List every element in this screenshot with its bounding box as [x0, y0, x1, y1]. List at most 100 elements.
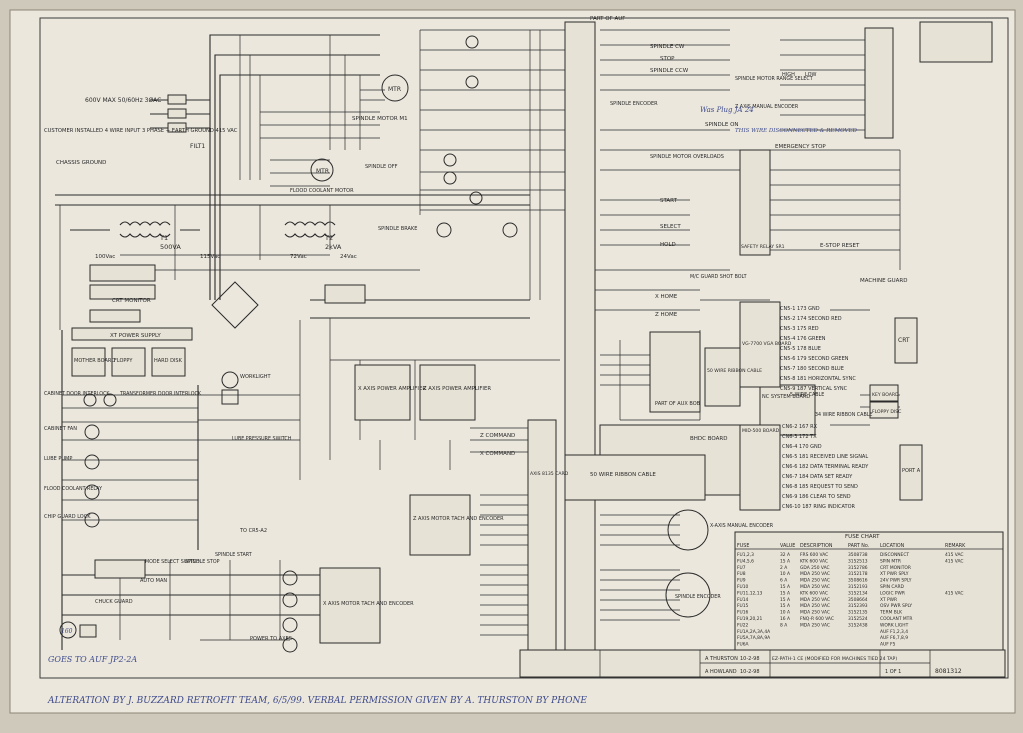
components: MTR MTR [70, 21, 993, 663]
port-signal-row: CN6-9 186 CLEAR TO SEND [782, 494, 851, 500]
floppy-disc-label: FLOPPY DISC [872, 409, 901, 415]
handwritten-annotations: 160 GOES TO AUF JP2-2A Was Plug JA 24 TH… [47, 106, 857, 706]
z-axis-motor-box [409, 494, 471, 556]
fuse-cell: 10 A [780, 610, 790, 616]
fuse-cell: FU7 [737, 565, 746, 571]
fuse-cell: 24V PWR SPLY [880, 578, 912, 584]
shot-bolt-label: M/C GUARD SHOT BOLT [690, 274, 747, 280]
to-cr5-label: TO CR5-A2 [239, 528, 267, 534]
fuse-cell: FU19,20,21 [737, 616, 762, 622]
fuse-chart-title: FUSE CHART [845, 534, 880, 540]
fuse-cell: FNQ-R 600 VAC [800, 616, 834, 622]
fuse-cell: MDA 250 VAC [800, 584, 830, 590]
drawing-title: EZ-PATH-1 CE (MODIFIED FOR MACHINES TIED… [772, 656, 897, 662]
fuse-cell: XT PWR [880, 597, 897, 603]
lube-pressure-label: LUBE PRESSURE SWITCH [232, 436, 292, 442]
goes-to-note: GOES TO AUF JP2-2A [48, 655, 137, 664]
title-block: A THURSTON 10-2-98 A HOWLAND 10-2-98 EZ-… [519, 649, 1006, 678]
fuse-cell: 3152438 [848, 622, 868, 628]
customer-note: CUSTOMER INSTALLED 4 WIRE INPUT 3 PHASE … [44, 128, 238, 134]
fuse-cell: SPIN CARD [880, 584, 905, 590]
ribbon-box-1 [704, 347, 741, 407]
fuse-cell: 3152786 [848, 565, 868, 571]
crt-signal-row: CN5-1 173 GND [780, 306, 820, 312]
crt-signal-row: CN5-7 180 SECOND BLUE [780, 366, 844, 372]
spindle-stop-switch-label: SPINDLE STOP [185, 559, 220, 565]
x-axis-motor-box [319, 567, 381, 644]
fuse-cell: GDA 250 VAC [800, 565, 830, 571]
spindle-motor-label: SPINDLE MOTOR M1 [352, 116, 408, 122]
fuse-cell: 3152513 [848, 558, 868, 564]
fuse-cell: 415 VAC [945, 552, 964, 558]
fuse-cell: 6 A [780, 578, 787, 584]
x-axis-encoder-circle [667, 509, 709, 551]
fuse-cell: MDA 250 VAC [800, 603, 830, 609]
nc-system-label: NC SYSTEM BOARD [762, 394, 810, 400]
fuse-header-cell: PART No. [848, 543, 869, 549]
select-label: SELECT [660, 224, 681, 230]
fuse-cell: 3152524 [848, 616, 868, 622]
low-label: LOW [805, 72, 817, 78]
t2-label: T2 [324, 234, 333, 242]
fuse-cell: TERM BLK [879, 610, 902, 616]
fuse-cell: FU6A [737, 642, 749, 648]
crt-label: CRT [898, 337, 910, 344]
axis-card-box [527, 419, 557, 651]
x-amp-label: X AXIS POWER AMPLIFIER [358, 386, 426, 392]
fuse-cell: KTK 600 VAC [800, 590, 828, 596]
note-disconnected: THIS WIRE DISCONNECTED & REMOVED [735, 128, 857, 134]
fuse-cell: 32 A [780, 552, 790, 558]
spindle-ccw-label: SPINDLE CCW [650, 68, 689, 74]
fuse-cell: AUF F5 [880, 642, 896, 648]
fuse-cell: WORK LIGHT [880, 622, 909, 628]
transformer-interlock-label: TRANSFORMER DOOR INTERLOCK [119, 391, 202, 397]
thirtyfour-wire-label: 34 WIRE RIBBON CABLE [815, 412, 872, 418]
fuse-cell: FU4,5,6 [737, 558, 754, 564]
crt-signal-list: CN5-1 173 GND CN5-2 174 SECOND RED CN5-3… [780, 306, 856, 392]
approved-by: A HOWLAND [705, 669, 737, 675]
cabinet-fan-label: CABINET FAN [44, 426, 77, 432]
mother-board-label: MOTHER BOARD [74, 358, 115, 364]
note-plug: Was Plug JA 24 [700, 106, 754, 114]
tap-115: 115Vac [200, 254, 220, 260]
hard-disk-box [151, 347, 186, 377]
fuse-cell: 3152193 [848, 584, 868, 590]
port-signal-row: CN6-10 187 RING INDICATOR [782, 504, 856, 510]
auto-man-label: AUTO MAN [140, 578, 167, 584]
port-a-label: PORT A [902, 468, 921, 474]
crt-signal-row: CN5-6 179 SECOND GREEN [780, 356, 849, 362]
mother-board-box [71, 347, 106, 377]
emergency-stop-label: EMERGENCY STOP [775, 144, 826, 150]
flood-coolant-relay-label: FLOOD COOLANT RELAY [44, 486, 102, 492]
chassis-ground: CHASSIS GROUND [56, 160, 106, 166]
fuse-cell: FU1,2,3 [737, 552, 754, 558]
approved-date: 10-2-98 [740, 669, 760, 675]
fuse-cell: 2 A [780, 565, 787, 571]
fuse-header-cell: DESCRIPTION [800, 543, 833, 549]
fuse-cell: MDA 250 VAC [800, 622, 830, 628]
t2-rating: 2kVA [325, 243, 342, 251]
ribbon-label-1: 50 WIRE RIBBON CABLE [707, 368, 762, 374]
port-signal-row: CN6-5 181 RECEIVED LINE SIGNAL [782, 454, 868, 460]
fuse-cell: 10 A [780, 571, 790, 577]
io-board-label: MID-500 BOARD [742, 428, 780, 434]
fuse-cell: MDA 250 VAC [800, 610, 830, 616]
fuse-cell: FU9 [737, 578, 746, 584]
port-signal-row: CN6-7 184 DATA SET READY [782, 474, 853, 480]
spindle-start-label: SPINDLE START [215, 552, 252, 558]
bhdc-label: BHDC BOARD [690, 436, 727, 442]
tap-100: 100Vac [95, 254, 115, 260]
fuse-cell: 16 A [780, 616, 790, 622]
port-signal-list: CN6-2 167 RX CN6-3 172 TX CN6-4 170 GND … [782, 424, 869, 510]
fuse-cell: 15 A [780, 603, 790, 609]
crt-signal-row: CN5-9 187 VERTICAL SYNC [780, 386, 848, 392]
coolant-motor-label: FLOOD COOLANT MOTOR [290, 188, 354, 194]
svg-text:MTR: MTR [316, 168, 329, 175]
drawn-date: 10-2-98 [740, 656, 760, 662]
floppy-label: FLOPPY [114, 358, 133, 364]
hold-label: HOLD [660, 242, 676, 248]
fuse-cell: 3152393 [848, 603, 868, 609]
axis-card-label: AXIS 8135 CARD [530, 471, 569, 477]
